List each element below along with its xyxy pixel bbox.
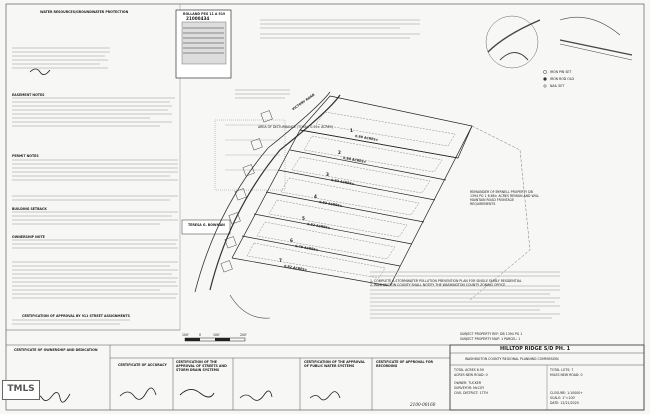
scale-label: 100' bbox=[182, 333, 189, 337]
total-acres: TOTAL ACRES 6.59 bbox=[454, 368, 484, 372]
lot-number: 4 bbox=[314, 194, 317, 199]
stamp-recorder: ROLLAND PEG 11 A 519 bbox=[183, 12, 226, 16]
lot-number: 5 bbox=[302, 216, 305, 221]
stamp-number: 21000434 bbox=[186, 16, 210, 21]
miles-new-road: MILES NEW ROAD: 0 bbox=[550, 373, 583, 377]
cert-final-heading: CERTIFICATE OF APPROVAL FOR RECORDING bbox=[376, 360, 433, 368]
lot-number: 1 bbox=[350, 128, 353, 133]
scale-label: 200' bbox=[240, 333, 247, 337]
ownership-note-heading: OWNERSHIP NOTE bbox=[12, 235, 45, 239]
easement-notes-heading: EASEMENT NOTES bbox=[12, 93, 45, 97]
water-resources-title: WATER RESOURCES/GROUNDWATER PROTECTION bbox=[40, 10, 129, 14]
building-setback-heading: BUILDING SETBACK bbox=[12, 207, 47, 211]
owner: OWNER: TUCKER bbox=[454, 381, 482, 385]
closure: CLOSURE: 1:10000+ bbox=[550, 391, 583, 395]
logo: TMLS bbox=[2, 380, 40, 400]
surveyor: SURVEYOR: McCOY bbox=[454, 386, 485, 390]
remainder-note: REMAINDER OF BYRNELL PROPERTY DB 1394 PG… bbox=[470, 190, 540, 206]
lot-number: 2 bbox=[338, 150, 341, 155]
plan-note: 2. WASHINGTON COUNTY SHALL NOTIFY THE WA… bbox=[370, 283, 506, 287]
permit-notes-heading: PERMIT NOTES bbox=[12, 154, 39, 158]
plan-note: 1. COMPLETE A STORMWATER POLLUTION PREVE… bbox=[370, 279, 522, 283]
scale-label: 0 bbox=[199, 333, 202, 337]
total-lots: TOTAL LOTS: 7 bbox=[550, 368, 574, 372]
date: DATE: 12/21/2020 bbox=[550, 401, 579, 405]
legend-iron-pin-set: IRON PIN SET bbox=[550, 70, 572, 74]
cert-accuracy-heading: CERTIFICATE OF ACCURACY bbox=[118, 363, 167, 367]
scale-label: 100' bbox=[213, 333, 220, 337]
scale: SCALE: 1"=100' bbox=[550, 396, 576, 400]
cert-911-heading: CERTIFICATION OF APPROVAL BY 911 STREET … bbox=[22, 314, 130, 318]
subject-property-ref: SUBJECT PROPERTY REF: DB 1394 PG 1 bbox=[460, 332, 523, 336]
acres-new-road: ACRES NEW ROAD: 0 bbox=[454, 373, 488, 377]
commission-title: WASHINGTON COUNTY REGIONAL PLANNING COMM… bbox=[465, 357, 559, 361]
stamp-name: TERESA G. BOWMAN bbox=[188, 223, 225, 227]
lot-number: 7 bbox=[279, 258, 282, 263]
lot-number: 6 bbox=[290, 238, 293, 243]
legend-nail-set: NAIL SET bbox=[550, 84, 565, 88]
subject-property-map: SUBJECT PROPERTY MAP: 1 PARCEL: 1 bbox=[460, 337, 521, 341]
hilltop-title: HILLTOP RIDGE S/D PH. 1 bbox=[500, 346, 571, 352]
handwritten-ref: 2100-00160 bbox=[410, 402, 436, 407]
lot-number: 3 bbox=[326, 172, 329, 177]
legend-iron-rod-old: IRON ROD OLD bbox=[550, 77, 574, 81]
cert-ownership-heading: CERTIFICATE OF OWNERSHIP AND DEDICATION bbox=[14, 348, 98, 352]
civil-district: CIVIL DISTRICT: 17TH bbox=[454, 391, 488, 395]
cert-water-heading: CERTIFICATION OF THE APPROVAL OF PUBLIC … bbox=[304, 360, 366, 368]
cert-streets-heading: CERTIFICATION OF THE APPROVAL OF STREETS… bbox=[176, 360, 227, 372]
area-disturbance-label: AREA OF DISTURBANCE (TOTAL: 0.59± ACRES) bbox=[258, 125, 333, 129]
